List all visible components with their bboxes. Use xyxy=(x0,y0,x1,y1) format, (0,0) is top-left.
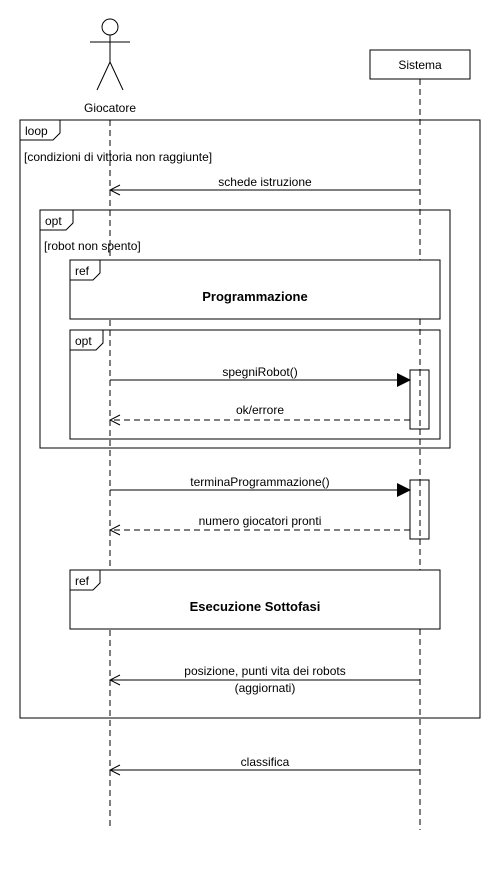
message-spegni-robot: spegniRobot() xyxy=(110,365,411,387)
actor-left-leg xyxy=(96,61,111,91)
system-label: Sistema xyxy=(398,58,442,72)
message-label: posizione, punti vita dei robots xyxy=(184,664,345,678)
opt-outer-frame: opt [robot non spento] xyxy=(39,209,451,449)
opt-inner-operator: opt xyxy=(75,334,92,348)
ref-programmazione-frame: ref Programmazione xyxy=(69,259,441,320)
message-termina-programmazione: terminaProgrammazione() xyxy=(110,475,411,497)
system-box xyxy=(369,49,471,80)
player-label: Giocatore xyxy=(84,101,136,115)
player-actor: Giocatore xyxy=(84,18,136,115)
message-classifica: classifica xyxy=(110,755,420,770)
ref-operator: ref xyxy=(75,264,90,278)
ref-operator: ref xyxy=(75,574,90,588)
ref-tab xyxy=(70,259,101,281)
message-label: ok/errore xyxy=(236,403,284,417)
message-ok-errore: ok/errore xyxy=(110,403,410,420)
loop-tab xyxy=(20,119,61,141)
message-schede-istruzione: schede istruzione xyxy=(110,175,420,190)
opt-inner-tab xyxy=(70,329,104,351)
opt-outer-guard: [robot non spento] xyxy=(44,239,141,253)
actor-right-leg xyxy=(109,61,124,91)
ref-title: Programmazione xyxy=(202,289,307,304)
opt-outer-tab xyxy=(40,209,74,231)
message-label: classifica xyxy=(241,755,290,769)
message-label: terminaProgrammazione() xyxy=(190,475,329,489)
opt-outer-operator: opt xyxy=(45,214,62,228)
message-label-continued: (aggiornati) xyxy=(235,681,296,695)
loop-guard: [condizioni di vittoria non raggiunte] xyxy=(24,150,212,164)
ref-esecuzione-frame: ref Esecuzione Sottofasi xyxy=(69,569,441,630)
message-posizione: posizione, punti vita dei robots (aggior… xyxy=(110,664,420,695)
loop-operator: loop xyxy=(25,124,48,138)
loop-frame: loop [condizioni di vittoria non raggiun… xyxy=(19,119,481,719)
message-numero-giocatori: numero giocatori pronti xyxy=(110,514,410,530)
message-label: schede istruzione xyxy=(218,175,312,189)
system-participant: Sistema xyxy=(369,49,471,80)
opt-inner-frame: opt xyxy=(69,329,441,440)
ref-tab xyxy=(70,569,101,591)
ref-title: Esecuzione Sottofasi xyxy=(190,599,321,614)
actor-head xyxy=(101,18,119,36)
message-label: numero giocatori pronti xyxy=(199,514,322,528)
message-label: spegniRobot() xyxy=(222,365,297,379)
